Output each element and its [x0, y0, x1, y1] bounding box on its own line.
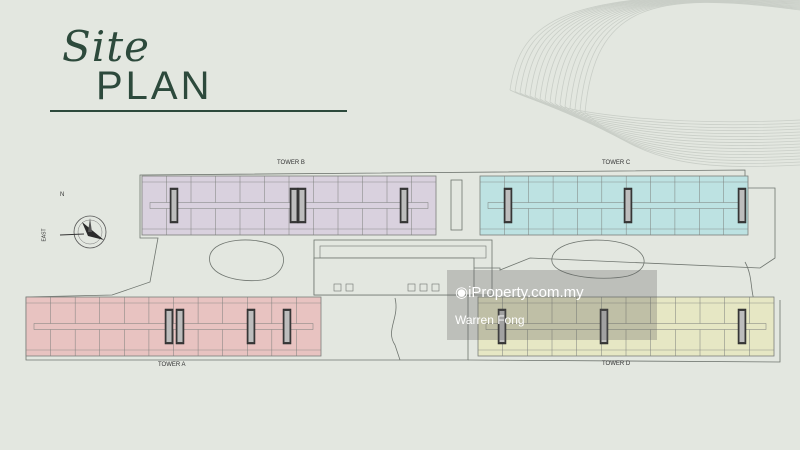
site-boundary [25, 169, 776, 361]
decorative-arc [579, 1, 800, 112]
page-title: PLAN [96, 64, 213, 108]
decorative-arc [539, 0, 800, 100]
decorative-arc [554, 103, 800, 149]
title-underline [50, 110, 347, 112]
watermark-agent: Warren Fong [455, 313, 525, 327]
tower-b-block [141, 175, 437, 236]
decorative-arc [509, 0, 639, 91]
stair-core-inner [177, 311, 183, 342]
stair-core-inner [625, 190, 631, 221]
tower-d-block [477, 296, 775, 357]
stair-core-inner [248, 311, 254, 342]
stair-core-inner [739, 311, 745, 342]
decorative-arc [584, 2, 800, 113]
clubhouse-units [333, 283, 440, 292]
compass-icon [59, 215, 107, 249]
location-pin-icon: ◉ [455, 284, 469, 301]
clubhouse-block [313, 257, 475, 296]
tower-d-label: TOWER D [602, 361, 631, 367]
tower-a-label: TOWER A [158, 362, 186, 368]
decorative-arc [574, 109, 800, 161]
landscape-strip [450, 179, 463, 231]
decorative-arc [524, 0, 656, 95]
stair-core-inner [166, 311, 172, 342]
stair-core-inner [401, 190, 407, 221]
tower-c-block [479, 175, 749, 236]
stair-core-inner [499, 311, 505, 342]
compass-north-label: N [60, 192, 65, 198]
decorative-arc [574, 1, 800, 110]
decorative-arcs [509, 0, 800, 167]
decorative-arc [534, 0, 800, 98]
decorative-arc [519, 0, 650, 94]
landscape-island-east [551, 239, 645, 279]
decorative-arc [564, 0, 800, 107]
decorative-arc [559, 104, 800, 152]
corridor [149, 202, 429, 209]
stair-core-inner [299, 190, 305, 221]
decorative-arc [559, 0, 800, 106]
site-boundary-lower [467, 300, 781, 363]
corridor [33, 323, 314, 330]
stair-core-inner [171, 190, 177, 221]
tower-c-label: TOWER C [602, 160, 631, 166]
decorative-arc [584, 112, 800, 167]
title-script: Site [62, 22, 150, 71]
landscape-island-west [209, 239, 284, 282]
decorative-arc [554, 0, 800, 104]
decorative-arc [514, 0, 645, 92]
stair-core-inner [505, 190, 511, 221]
tower-a-block [25, 296, 322, 357]
stair-core-inner [291, 190, 297, 221]
watermark-brand: ◉iProperty.com.my [455, 284, 584, 301]
walkway [391, 297, 401, 361]
corridor [487, 202, 741, 209]
stair-core-inner [739, 190, 745, 221]
decorative-arc [579, 110, 800, 164]
decorative-arc [544, 0, 800, 101]
decorative-arc [549, 0, 800, 103]
decorative-arc [549, 101, 800, 146]
tower-b-label: TOWER B [277, 160, 305, 166]
pool-deck-inner [319, 245, 487, 259]
watermark-overlay [447, 270, 657, 340]
stair-core-inner [601, 311, 607, 342]
stair-core-inner [284, 311, 290, 342]
decorative-arc [569, 0, 800, 109]
compass-east-label: EAST [41, 228, 48, 242]
decorative-arc [569, 107, 800, 158]
decorative-arc [564, 106, 800, 155]
decorative-arc [529, 0, 662, 97]
